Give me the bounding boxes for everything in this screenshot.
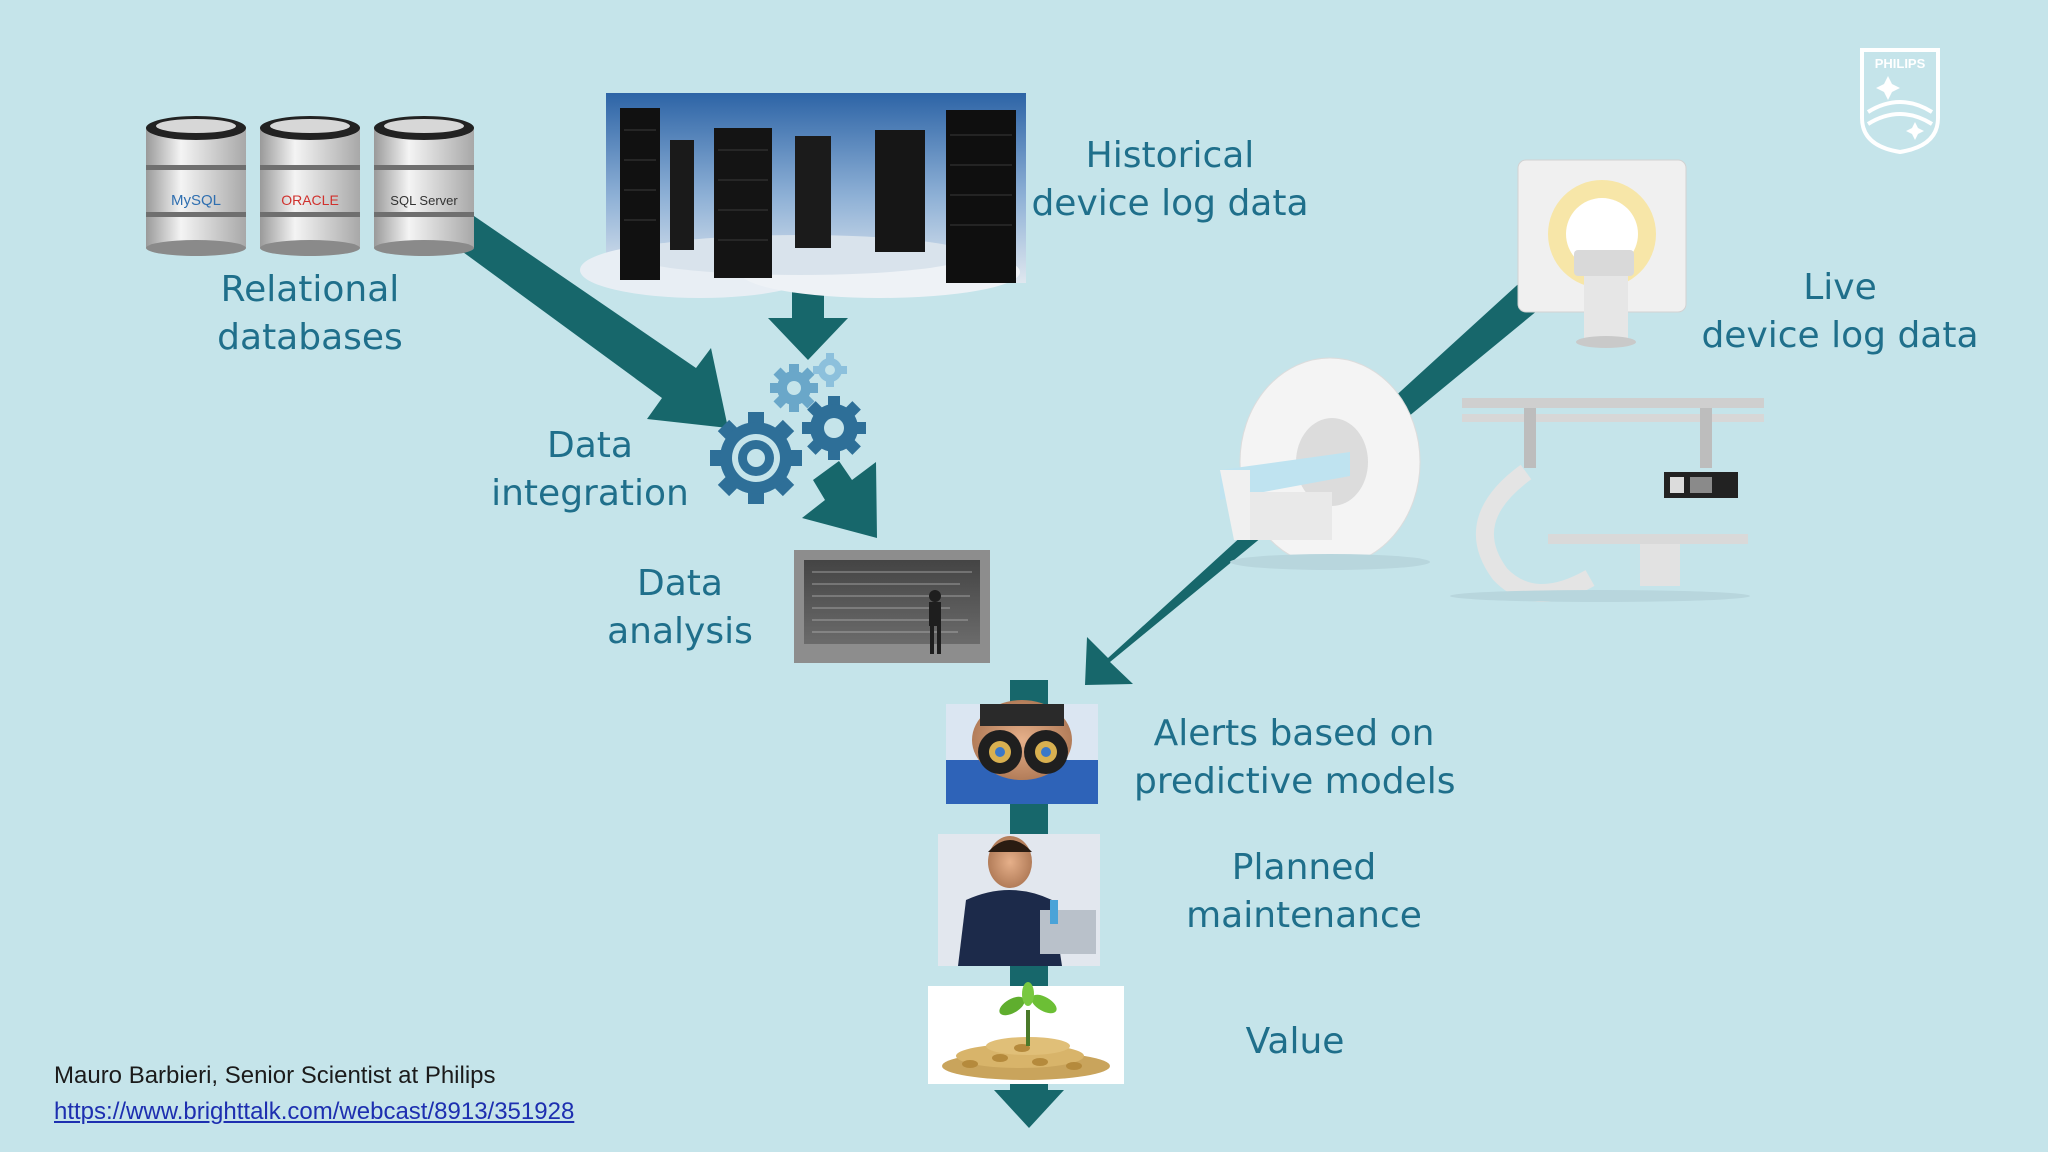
- binoculars-photo: [946, 700, 1098, 804]
- medium-gear-icon: [802, 396, 866, 460]
- philips-logo: PHILIPS: [1860, 48, 1940, 155]
- ct-scanner-image: [1517, 159, 1687, 348]
- oracle-database-icon: ORACLE: [260, 116, 360, 256]
- historical-device-log-label: Historical device log data: [1030, 132, 1310, 228]
- analysis-label-line1: Data: [637, 563, 723, 604]
- blackboard-image: [794, 550, 990, 663]
- arrow-historical-to-integration: [768, 284, 848, 360]
- relational-label-line2: databases: [217, 317, 403, 358]
- alerts-label-line1: Alerts based on: [1153, 713, 1435, 754]
- oracle-logo-text: ORACLE: [281, 192, 339, 208]
- database-cans: MySQL ORACLE SQL Server: [146, 116, 474, 256]
- arrow-integration-to-analysis: [802, 461, 877, 538]
- credit-author: Mauro Barbieri, Senior Scientist at Phil…: [54, 1062, 496, 1089]
- credit-link[interactable]: https://www.brighttalk.com/webcast/8913/…: [54, 1098, 575, 1125]
- alerts-predictive-models-label: Alerts based on predictive models: [1134, 710, 1456, 806]
- server-cloud-image: [580, 93, 1026, 298]
- live-label-line2: device log data: [1701, 315, 1979, 356]
- sqlserver-database-icon: SQL Server: [374, 116, 474, 256]
- historical-label-line2: device log data: [1031, 183, 1309, 224]
- philips-logo-text: PHILIPS: [1875, 56, 1926, 71]
- coins-plant-photo: [928, 982, 1124, 1084]
- live-device-log-label: Live device log data: [1690, 264, 1990, 360]
- historical-label-line1: Historical: [1085, 135, 1255, 176]
- analysis-label-line2: analysis: [607, 611, 753, 652]
- mri-scanner-image: [1220, 357, 1430, 570]
- alerts-label-line2: predictive models: [1134, 761, 1456, 802]
- planned-maintenance-label: Planned maintenance: [1164, 844, 1444, 940]
- mysql-database-icon: MySQL: [146, 116, 246, 256]
- arrow-databases-to-integration: [452, 216, 728, 428]
- relational-label-line1: Relational: [220, 269, 400, 310]
- data-integration-label: Data integration: [480, 422, 700, 518]
- large-gear-icon: [710, 412, 802, 504]
- maintenance-label-line1: Planned: [1231, 847, 1377, 888]
- relational-databases-label: Relational databases: [210, 266, 410, 362]
- data-analysis-label: Data analysis: [590, 560, 770, 656]
- sqlserver-logo-text: SQL Server: [390, 193, 458, 208]
- value-label: Value: [1245, 1021, 1345, 1062]
- live-label-line1: Live: [1803, 267, 1877, 308]
- integration-label-line1: Data: [547, 425, 633, 466]
- maintenance-label-line2: maintenance: [1186, 895, 1422, 936]
- small-gear-icon: [770, 364, 818, 412]
- c-arm-system-image: [1450, 398, 1764, 603]
- technician-photo: [938, 834, 1100, 966]
- tiny-gear-icon: [813, 353, 847, 387]
- integration-label-line2: integration: [491, 473, 689, 514]
- mysql-logo-text: MySQL: [171, 192, 221, 209]
